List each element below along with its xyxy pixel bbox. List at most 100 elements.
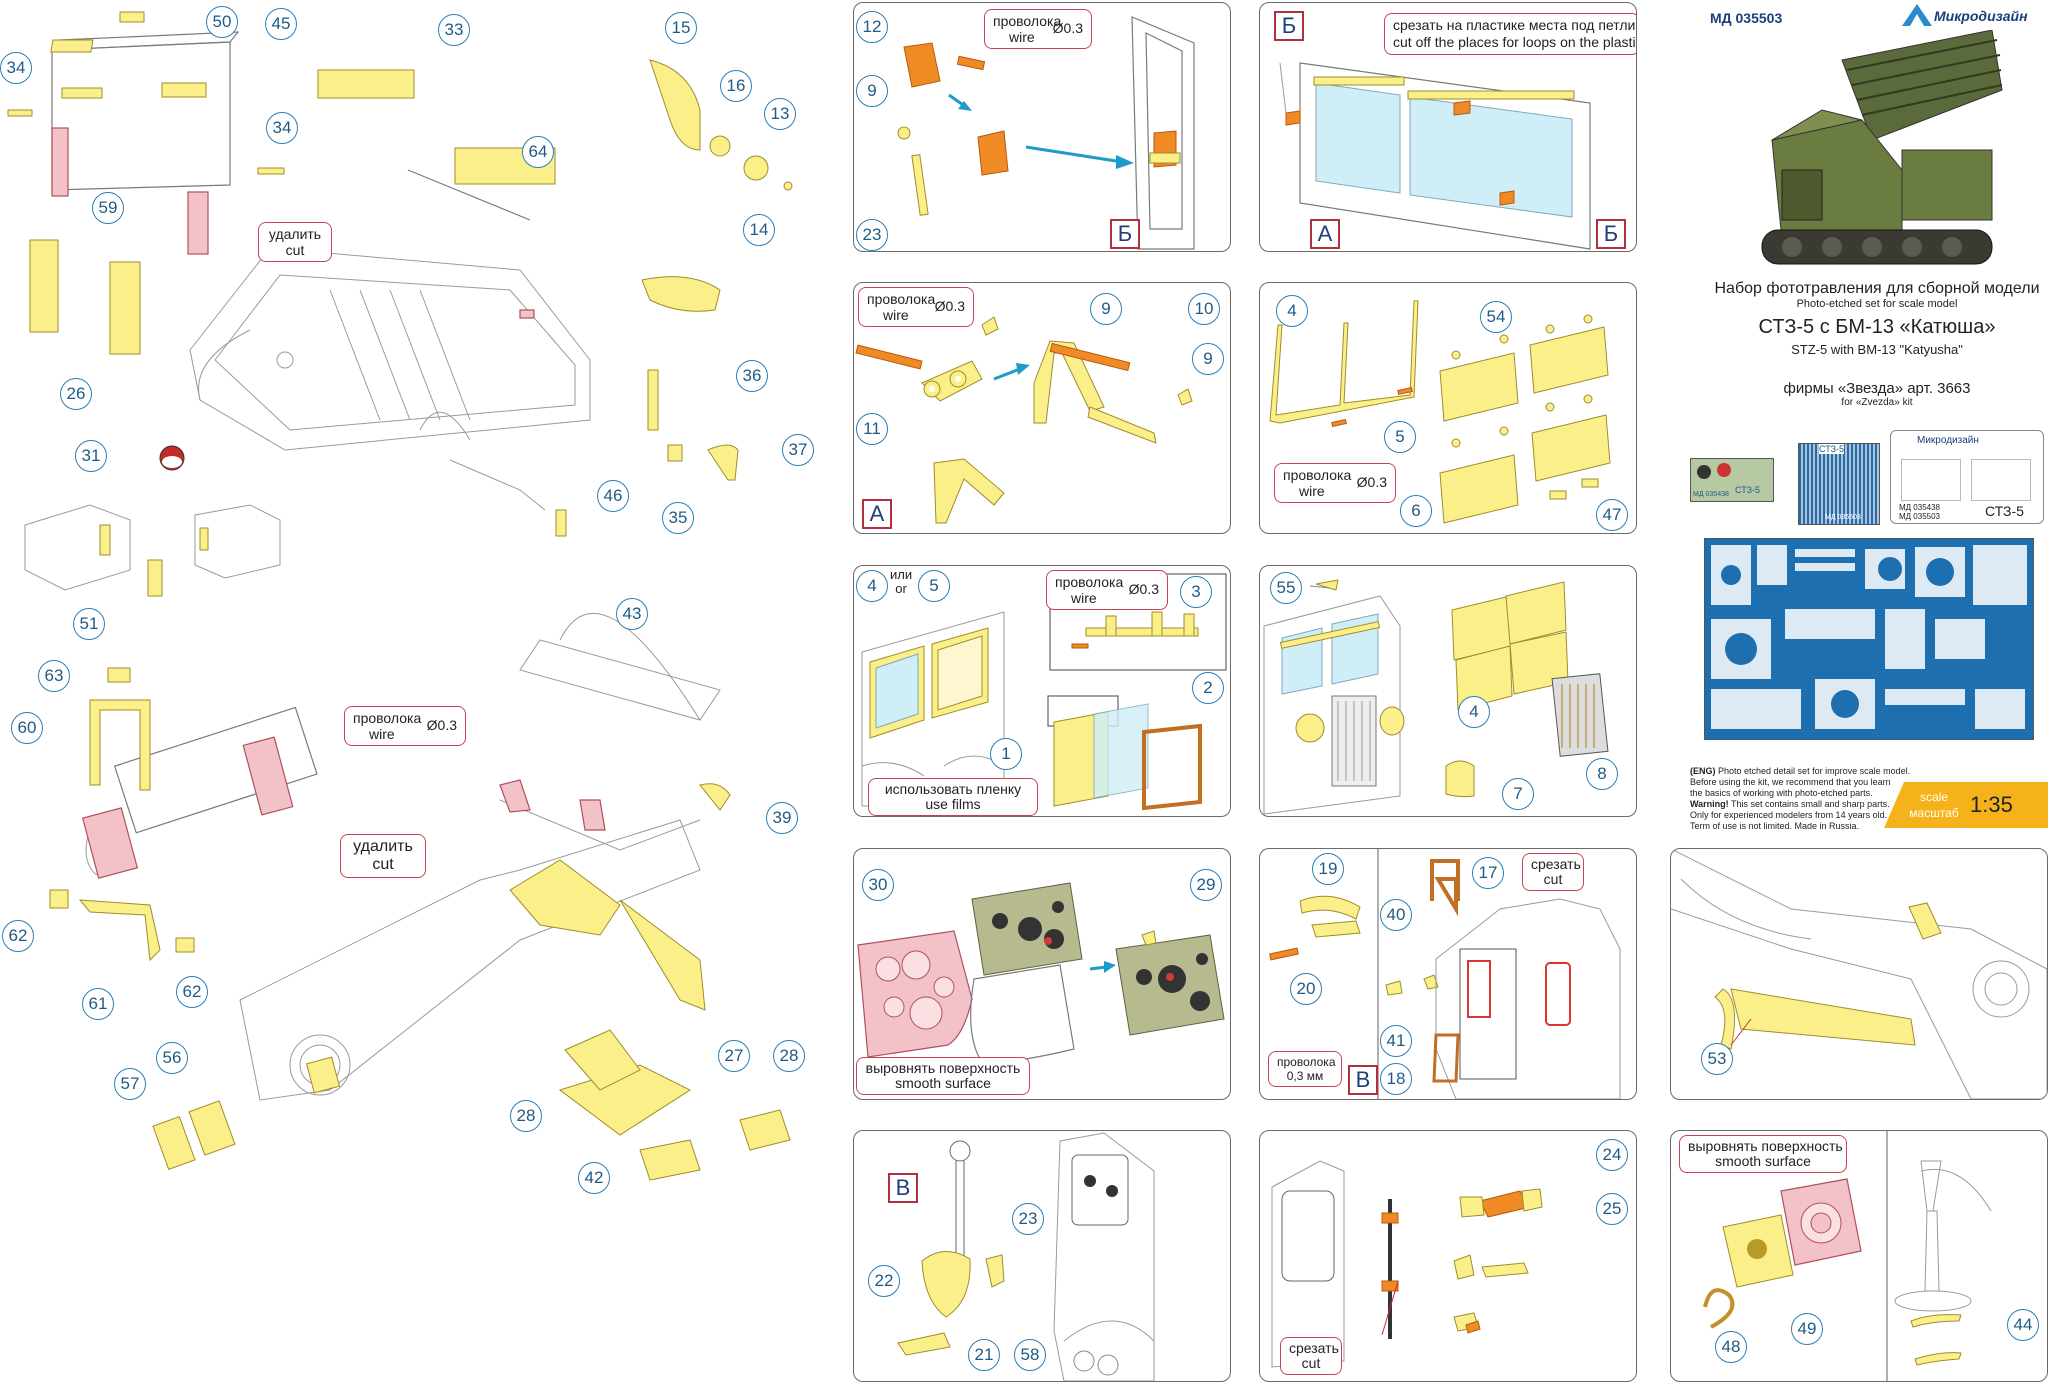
panel-step-door-handles: 19 40 20 41 18 17 срезать cut проволока … xyxy=(1259,848,1637,1100)
callout-6: 6 xyxy=(1400,495,1432,527)
callout-16: 16 xyxy=(720,70,752,102)
films-note-en: use films xyxy=(925,796,981,812)
callout-60: 60 xyxy=(11,712,43,744)
callout-41: 41 xyxy=(1380,1025,1412,1057)
crates-drawing xyxy=(24,504,281,597)
callout-13: 13 xyxy=(764,98,796,130)
wire-note-en: wire xyxy=(369,726,395,742)
smooth-note: выровнять поверхность smooth surface xyxy=(856,1057,1030,1095)
brand-logo-icon xyxy=(1902,4,1932,26)
callout-37: 37 xyxy=(782,434,814,466)
wire-note-en: wire xyxy=(1009,29,1035,45)
set-thumb-mesh: СТЗ-5 МД 035503 xyxy=(1798,443,1880,525)
callout-63: 63 xyxy=(38,660,70,692)
scale-value: 1:35 xyxy=(1970,792,2013,817)
pack-frame-left xyxy=(1901,459,1961,501)
wire-note: проволока wire Ø0.3 xyxy=(984,9,1092,49)
letter-a-marker: А xyxy=(1310,219,1340,249)
callout-35: 35 xyxy=(662,502,694,534)
wire-mm-note: проволока 0,3 мм xyxy=(1268,1051,1342,1087)
callout-3: 3 xyxy=(1180,576,1212,608)
callout-23: 23 xyxy=(1012,1203,1044,1235)
smooth-note-ru: выровнять поверхность xyxy=(865,1060,1021,1076)
callout-31: 31 xyxy=(75,440,107,472)
callout-1: 1 xyxy=(990,738,1022,770)
panel-12-drawing xyxy=(1703,1131,1992,1381)
callout-48: 48 xyxy=(1715,1331,1747,1363)
wire-note-ru: проволока xyxy=(1283,467,1352,483)
toolbox-drawing xyxy=(7,11,415,355)
callout-15: 15 xyxy=(665,12,697,44)
callout-4: 4 xyxy=(856,570,888,602)
wire-note: проволока wire Ø0.3 xyxy=(344,706,466,746)
panel-step-bracket-53: 53 xyxy=(1670,848,2048,1100)
films-note: использовать пленку use films xyxy=(868,778,1038,816)
callout-30: 30 xyxy=(862,869,894,901)
set-thumb-sheet-name: СТЗ-5 xyxy=(1735,485,1761,495)
wire-note: проволока wire Ø0.3 xyxy=(858,287,974,327)
set-thumb-code: МД 035503 xyxy=(1825,514,1861,521)
panel-2-drawing xyxy=(1279,62,1591,250)
panel-11-drawing xyxy=(1271,1160,1543,1368)
wire-note-ru: проволока xyxy=(353,710,422,726)
callout-53: 53 xyxy=(1701,1043,1733,1075)
wire-note-diameter: Ø0.3 xyxy=(426,717,457,733)
photoetch-sheet xyxy=(1704,538,2034,740)
or-label-en: or xyxy=(895,581,907,596)
wire-note-en: wire xyxy=(1071,590,1097,606)
pack-code-2: МД 035503 xyxy=(1899,512,1940,521)
info-line-2: Before using the kit, we recommend that … xyxy=(1690,777,1891,787)
wire-note-en: wire xyxy=(883,307,909,323)
callout-21: 21 xyxy=(968,1339,1000,1371)
wire-note-diameter: Ø0.3 xyxy=(934,298,965,314)
callout-44: 44 xyxy=(2007,1309,2039,1341)
callout-62: 62 xyxy=(2,920,34,952)
panel-step-window-loops: Б срезать на пластике места под петли cu… xyxy=(1259,2,1637,252)
kit-title-en: for «Zvezda» kit xyxy=(1841,397,1913,408)
panel-step-cab-front: 55 4 8 7 xyxy=(1259,565,1637,817)
set-thumb-sheet-name: СТЗ-5 xyxy=(1819,444,1845,454)
info-line-6: Term of use is not limited. Made in Russ… xyxy=(1690,821,1860,831)
callout-29: 29 xyxy=(1190,869,1222,901)
set-thumb-code: МД 035438 xyxy=(1693,491,1729,498)
callout-58: 58 xyxy=(1014,1339,1046,1371)
scale-label-en: scale xyxy=(1919,790,1948,804)
callout-5: 5 xyxy=(918,570,950,602)
cut-note: срезать cut xyxy=(1280,1337,1342,1375)
panel-7-drawing xyxy=(857,882,1225,1066)
left-assembly-drawing xyxy=(7,11,793,1181)
callout-64: 64 xyxy=(522,136,554,168)
loops-note-ru: срезать на пластике места под петли xyxy=(1393,17,1636,33)
letter-b-marker: Б xyxy=(1274,11,1304,41)
callout-40: 40 xyxy=(1380,899,1412,931)
photoetch-sheet-drawing xyxy=(1711,545,2027,729)
model-title-ru: СТЗ-5 с БМ-13 «Катюша» xyxy=(1758,316,1996,338)
or-label-ru: или xyxy=(890,567,913,582)
dial-icon xyxy=(1717,463,1731,477)
panel-1-drawing xyxy=(897,16,1195,250)
cut-note-en: cut xyxy=(1301,1355,1321,1371)
info-warning: Warning! xyxy=(1690,799,1729,809)
cut-note-ru: срезать xyxy=(1289,1340,1339,1356)
callout-27: 27 xyxy=(718,1040,750,1072)
callout-18: 18 xyxy=(1380,1063,1412,1095)
info-line-1: Photo etched detail set for improve scal… xyxy=(1715,766,1911,776)
wire-note-ru: проволока xyxy=(867,291,936,307)
callout-49: 49 xyxy=(1791,1313,1823,1345)
callout-62: 62 xyxy=(176,976,208,1008)
cut-note-en: cut xyxy=(285,242,305,258)
info-lang: (ENG) xyxy=(1690,766,1716,776)
panel-9-drawing xyxy=(1671,849,2047,1099)
wire-note-diameter: Ø0.3 xyxy=(1052,20,1083,36)
info-text: (ENG) Photo etched detail set for improv… xyxy=(1690,766,1910,832)
cut-note-ru: удалить xyxy=(268,226,322,242)
letter-b-marker: Б xyxy=(1110,219,1140,249)
cut-note: удалить cut xyxy=(258,222,332,262)
callout-4: 4 xyxy=(1458,696,1490,728)
callout-22: 22 xyxy=(868,1265,900,1297)
loops-note: срезать на пластике места под петли cut … xyxy=(1384,13,1636,55)
wire-note-diameter: Ø0.3 xyxy=(1128,581,1159,597)
callout-51: 51 xyxy=(73,608,105,640)
callout-8: 8 xyxy=(1586,758,1618,790)
